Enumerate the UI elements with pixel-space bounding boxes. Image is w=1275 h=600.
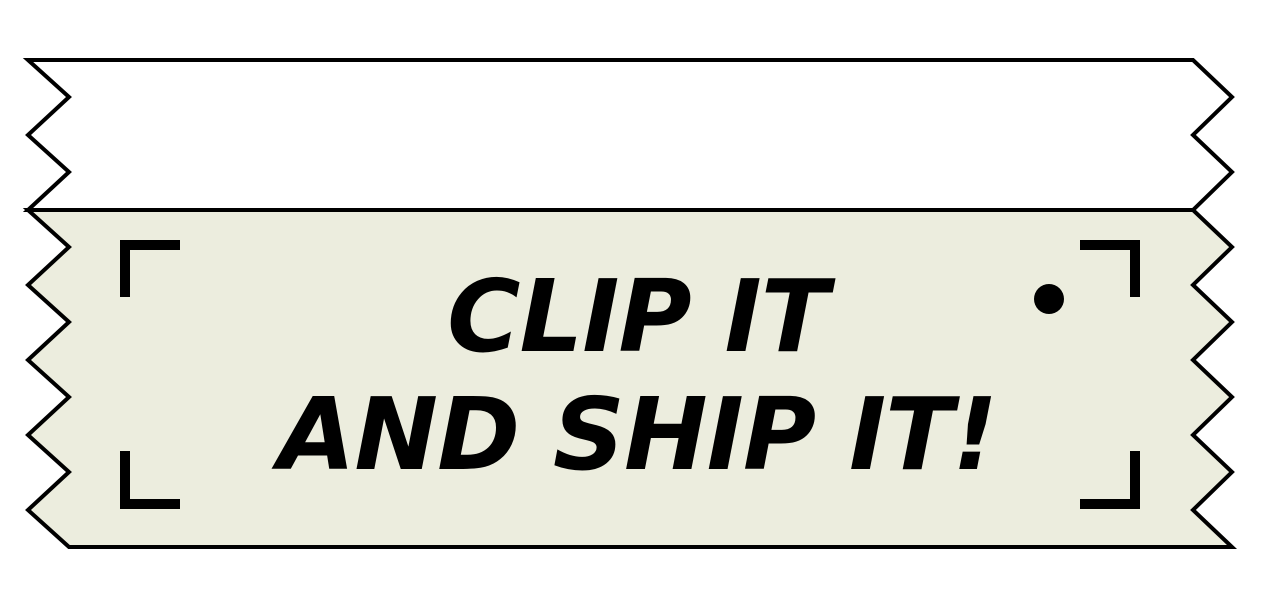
ribbon-top-band bbox=[22, 58, 1235, 212]
crop-corner-icon bbox=[120, 451, 180, 509]
slogan-text: CLIP IT AND SHIP IT! bbox=[0, 258, 1275, 494]
ribbon-bottom-band bbox=[22, 208, 1238, 549]
dot-icon bbox=[1034, 284, 1064, 314]
slogan-line-2: AND SHIP IT! bbox=[278, 376, 998, 493]
crop-corner-icon bbox=[120, 240, 180, 297]
crop-corner-icon bbox=[1080, 451, 1140, 509]
slogan-line-1: CLIP IT bbox=[447, 258, 829, 375]
crop-corner-icon bbox=[1080, 240, 1140, 297]
